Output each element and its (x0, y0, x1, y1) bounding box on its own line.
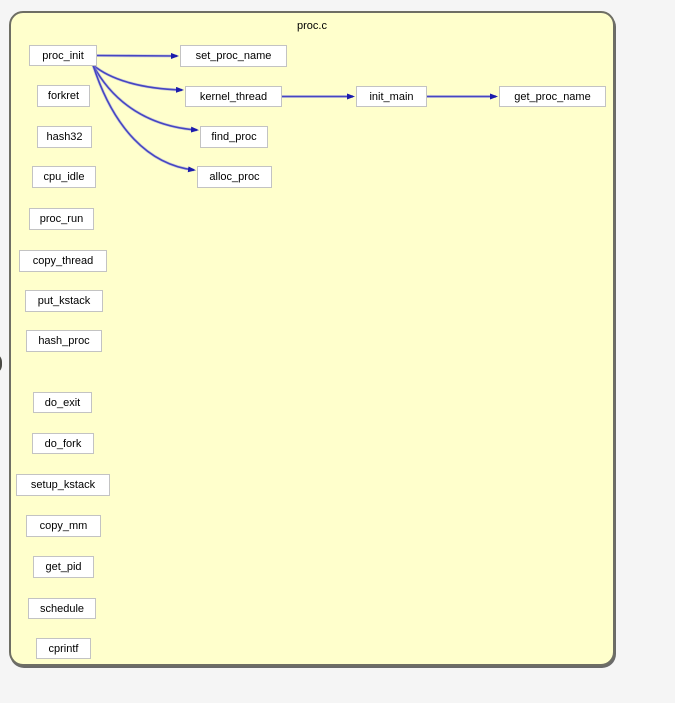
node-cpu_idle[interactable]: cpu_idle (32, 166, 96, 188)
offscreen-container-edge (0, 353, 2, 374)
node-copy_mm[interactable]: copy_mm (26, 515, 101, 537)
file-title: proc.c (297, 20, 327, 32)
node-put_kstack[interactable]: put_kstack (25, 290, 103, 312)
node-set_proc_name[interactable]: set_proc_name (180, 45, 287, 67)
node-do_fork[interactable]: do_fork (32, 433, 94, 454)
node-cprintf[interactable]: cprintf (36, 638, 91, 659)
node-forkret[interactable]: forkret (37, 85, 90, 107)
node-find_proc[interactable]: find_proc (200, 126, 268, 148)
node-get_pid[interactable]: get_pid (33, 556, 94, 578)
node-do_exit[interactable]: do_exit (33, 392, 92, 413)
node-setup_kstack[interactable]: setup_kstack (16, 474, 110, 496)
node-alloc_proc[interactable]: alloc_proc (197, 166, 272, 188)
node-init_main[interactable]: init_main (356, 86, 427, 107)
node-proc_init[interactable]: proc_init (29, 45, 97, 66)
node-hash_proc[interactable]: hash_proc (26, 330, 102, 352)
node-proc_run[interactable]: proc_run (29, 208, 94, 230)
node-get_proc_name[interactable]: get_proc_name (499, 86, 606, 107)
node-copy_thread[interactable]: copy_thread (19, 250, 107, 272)
node-schedule[interactable]: schedule (28, 598, 96, 619)
node-kernel_thread[interactable]: kernel_thread (185, 86, 282, 107)
node-hash32[interactable]: hash32 (37, 126, 92, 148)
